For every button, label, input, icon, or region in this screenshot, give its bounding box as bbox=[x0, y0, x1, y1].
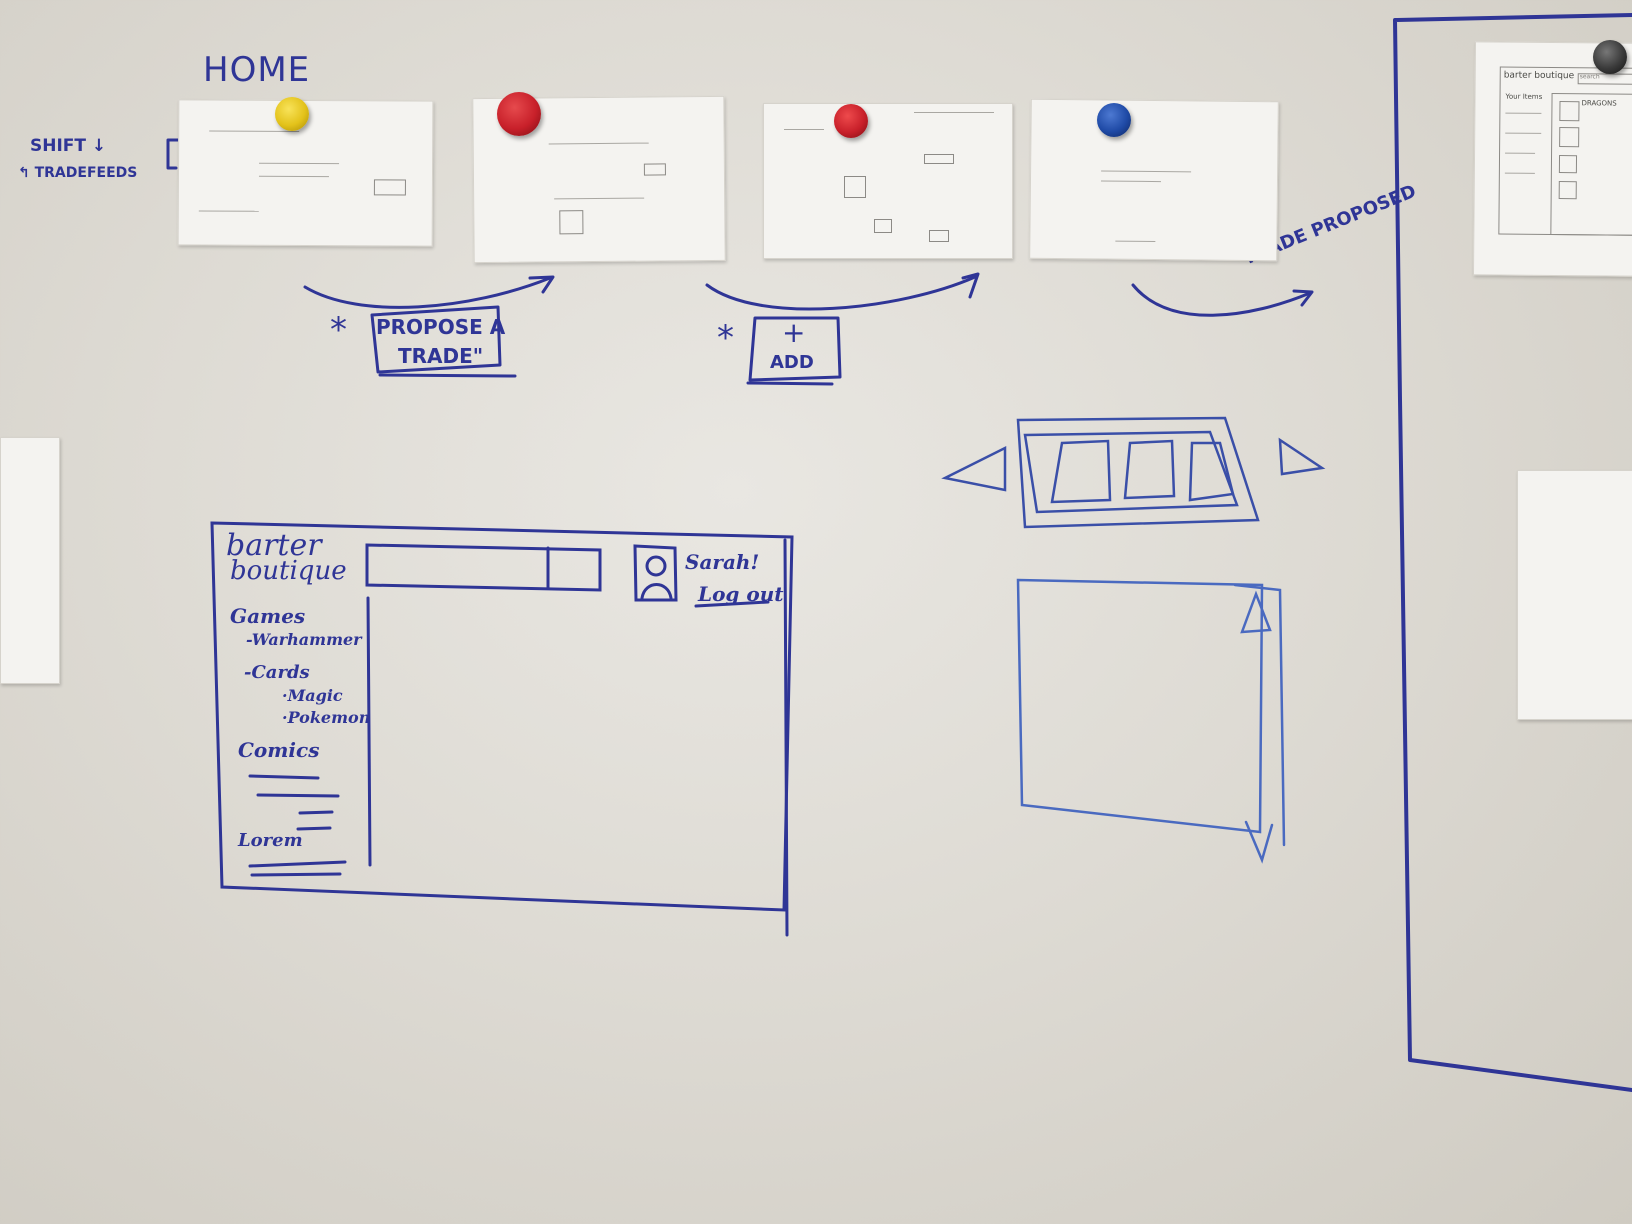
flow-arrow-3 bbox=[1131, 283, 1312, 317]
red-magnet-icon-2 bbox=[834, 104, 868, 138]
yellow-magnet-icon bbox=[275, 97, 309, 131]
side-note-shift: SHIFT ↓ bbox=[30, 136, 107, 156]
wireframe-logo-line2: boutique bbox=[230, 556, 347, 586]
wireframe-user-name: Sarah! bbox=[685, 550, 760, 574]
asterisk-2: * bbox=[717, 318, 734, 358]
wireframe-sketch bbox=[210, 521, 794, 937]
right-panel-border bbox=[1393, 13, 1632, 1092]
propose-trade-box bbox=[370, 305, 502, 374]
paper-card-add bbox=[763, 103, 1013, 259]
add-label: ADD bbox=[770, 352, 814, 373]
wireframe-logout-link[interactable]: Log out bbox=[698, 582, 784, 606]
paper-card-boutique-mockup: barter boutique search Your Items DRAGON… bbox=[1472, 41, 1632, 277]
wireframe-nav-games[interactable]: Games bbox=[230, 604, 306, 628]
flow-arrow-1 bbox=[303, 276, 552, 309]
mockup-search-label: search bbox=[1579, 73, 1600, 81]
paper-card-left-edge bbox=[0, 437, 60, 684]
wireframe-logo-line1: barter bbox=[226, 528, 322, 563]
wireframe-nav-magic[interactable]: ·Magic bbox=[282, 686, 343, 705]
mockup-section-label: Your Items bbox=[1505, 92, 1543, 101]
mockup-item-title: DRAGONS bbox=[1581, 99, 1617, 108]
black-magnet-icon bbox=[1593, 40, 1627, 74]
mockup-logo: barter boutique bbox=[1503, 70, 1575, 82]
scroll-panel-sketch bbox=[1016, 578, 1286, 864]
carousel-sketch bbox=[941, 416, 1326, 529]
wireframe-nav-cards[interactable]: -Cards bbox=[244, 662, 310, 683]
propose-trade-label-line1: PROPOSE A bbox=[376, 315, 506, 339]
red-magnet-icon bbox=[497, 92, 541, 136]
add-plus: + bbox=[782, 316, 806, 349]
wireframe-nav-lorem[interactable]: Lorem bbox=[238, 830, 303, 851]
paper-card-proposed bbox=[1029, 98, 1279, 262]
wireframe-nav-comics[interactable]: Comics bbox=[238, 738, 320, 762]
wireframe-nav-warhammer[interactable]: -Warhammer bbox=[246, 630, 362, 649]
propose-trade-label-line2: TRADE" bbox=[398, 344, 484, 368]
flow-arrow-2 bbox=[705, 275, 977, 311]
wireframe-nav-pokemon[interactable]: ·Pokemon bbox=[282, 708, 371, 727]
add-box bbox=[748, 316, 842, 382]
paper-card-right-sketch bbox=[1517, 470, 1632, 720]
bracket-mark bbox=[166, 138, 180, 170]
asterisk-1: * bbox=[330, 310, 347, 350]
blue-magnet-icon bbox=[1097, 103, 1131, 137]
page-heading: HOME bbox=[203, 50, 311, 90]
side-note-tradefeeds: ↰ TRADEFEEDS bbox=[18, 165, 138, 181]
